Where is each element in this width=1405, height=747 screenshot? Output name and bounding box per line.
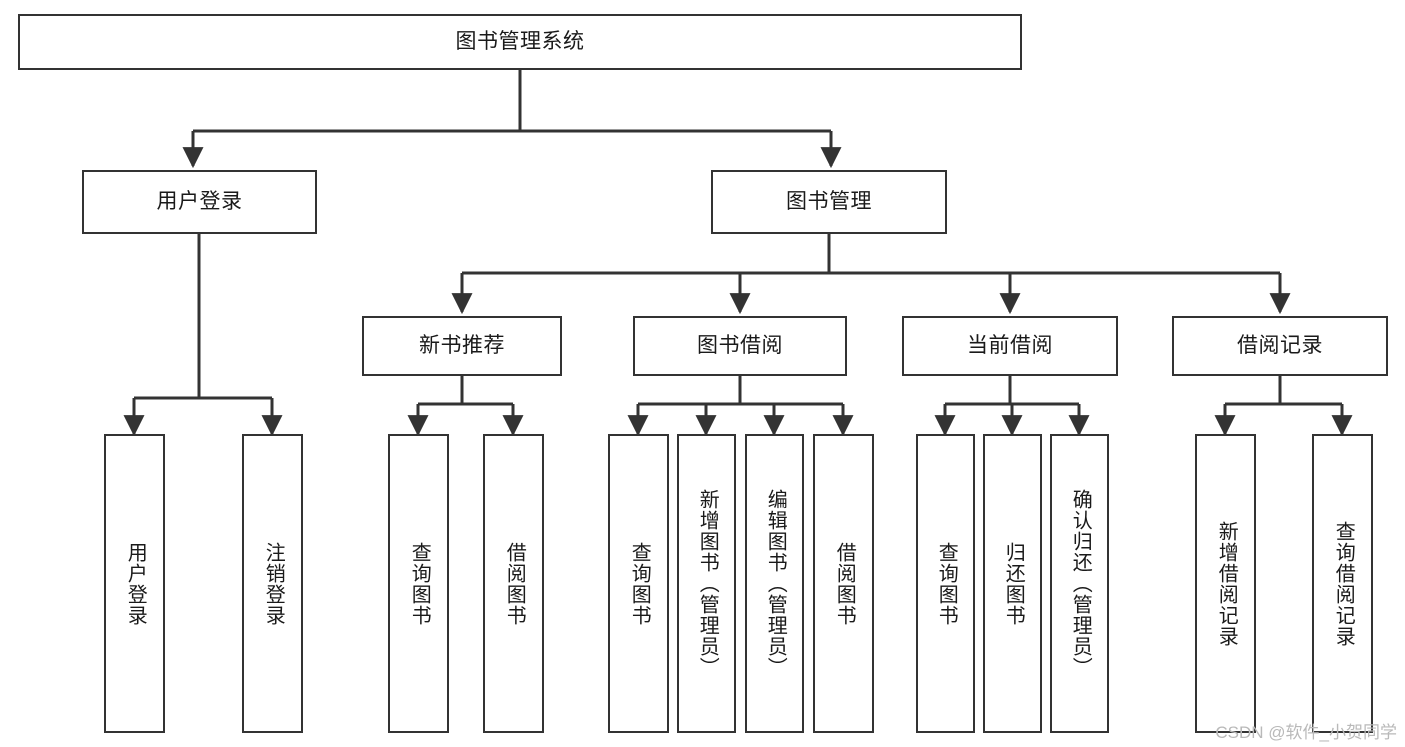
node-user-login[interactable]: 用户登录: [82, 170, 317, 234]
node-book-management[interactable]: 图书管理: [711, 170, 947, 234]
leaf-record-add-record[interactable]: 新增借阅记录: [1195, 434, 1256, 733]
node-label: 图书借阅: [697, 333, 783, 357]
leaf-recommend-borrow-book[interactable]: 借阅图书: [483, 434, 544, 733]
leaf-borrow-edit-book-admin[interactable]: 编辑图书（管理员）: [745, 434, 804, 733]
leaf-borrow-add-book-admin[interactable]: 新增图书（管理员）: [677, 434, 736, 733]
leaf-borrow-borrow-book[interactable]: 借阅图书: [813, 434, 874, 733]
leaf-current-confirm-return-admin[interactable]: 确认归还（管理员）: [1050, 434, 1109, 733]
node-borrow-record[interactable]: 借阅记录: [1172, 316, 1388, 376]
node-label: 编辑图书（管理员）: [764, 489, 787, 678]
leaf-record-query-record[interactable]: 查询借阅记录: [1312, 434, 1373, 733]
node-label: 借阅图书: [833, 541, 856, 626]
node-label: 归还图书: [1002, 541, 1025, 626]
node-label: 图书管理: [786, 189, 872, 213]
node-label: 查询图书: [408, 541, 431, 626]
node-label: 查询图书: [628, 541, 651, 626]
node-book-borrow[interactable]: 图书借阅: [633, 316, 847, 376]
leaf-current-return-book[interactable]: 归还图书: [983, 434, 1042, 733]
node-new-book-recommend[interactable]: 新书推荐: [362, 316, 562, 376]
node-label: 借阅记录: [1237, 333, 1323, 357]
node-root-book-management-system[interactable]: 图书管理系统: [18, 14, 1022, 70]
node-label: 当前借阅: [967, 333, 1053, 357]
csdn-watermark: CSDN @软件_小贺同学: [1215, 723, 1397, 742]
node-current-borrow[interactable]: 当前借阅: [902, 316, 1118, 376]
node-label: 新增图书（管理员）: [696, 489, 719, 678]
leaf-user-login-login[interactable]: 用户登录: [104, 434, 165, 733]
node-label: 新增借阅记录: [1215, 520, 1238, 647]
leaf-user-login-logout[interactable]: 注销登录: [242, 434, 303, 733]
leaf-borrow-query-book[interactable]: 查询图书: [608, 434, 669, 733]
node-label: 确认归还（管理员）: [1069, 489, 1092, 678]
node-label: 用户登录: [124, 541, 147, 626]
node-label: 用户登录: [156, 189, 243, 213]
leaf-current-query-book[interactable]: 查询图书: [916, 434, 975, 733]
node-label: 新书推荐: [419, 333, 505, 357]
leaf-recommend-query-book[interactable]: 查询图书: [388, 434, 449, 733]
node-label: 查询借阅记录: [1332, 520, 1355, 647]
node-label: 借阅图书: [503, 541, 526, 626]
node-label: 注销登录: [262, 541, 285, 626]
node-label: 图书管理系统: [455, 29, 585, 53]
node-label: 查询图书: [935, 541, 958, 626]
